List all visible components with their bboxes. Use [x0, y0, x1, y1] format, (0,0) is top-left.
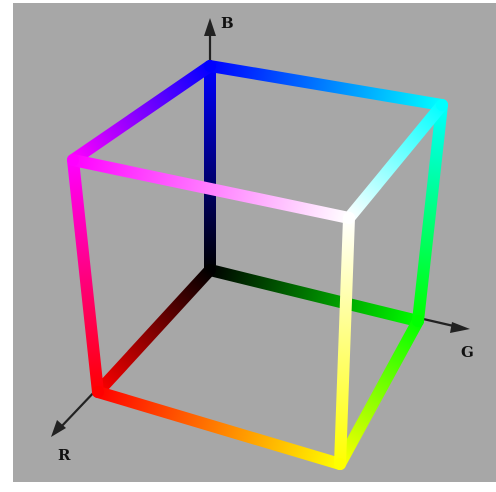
cube-edge-green-to-yellow [334, 315, 424, 470]
cube-edges-group [67, 60, 448, 470]
cube-edge-origin-to-green [204, 264, 424, 327]
gray-background-panel [13, 3, 496, 482]
cube-edge-blue-to-cyan [204, 60, 448, 111]
cube-edge-yellow-to-white [334, 212, 355, 470]
cube-edge-blue-to-magenta [67, 60, 216, 166]
cube-edge-magenta-to-white [67, 154, 355, 224]
b-axis-arrowhead [204, 18, 216, 36]
cube-vertex-magenta [67, 154, 79, 166]
b-axis-label: B [221, 14, 234, 32]
cube-vertex-green [412, 315, 424, 327]
cube-edge-origin-to-red [92, 264, 216, 398]
r-axis-arrowhead [51, 420, 66, 437]
cube-edge-red-to-magenta [67, 154, 104, 398]
cube-vertex-red [92, 386, 104, 398]
r-axis-label: R [58, 446, 71, 464]
cube-vertex-white [343, 212, 355, 224]
cube-edge-cyan-to-white [343, 99, 448, 224]
cube-vertex-yellow [334, 458, 346, 470]
cube-vertex-blue [204, 60, 216, 72]
g-axis-arrowhead [450, 322, 470, 333]
cube-edge-green-to-cyan [412, 99, 448, 327]
cube-vertex-cyan [436, 99, 448, 111]
g-axis-label: G [461, 343, 474, 361]
cube-edge-red-to-yellow [92, 386, 346, 470]
